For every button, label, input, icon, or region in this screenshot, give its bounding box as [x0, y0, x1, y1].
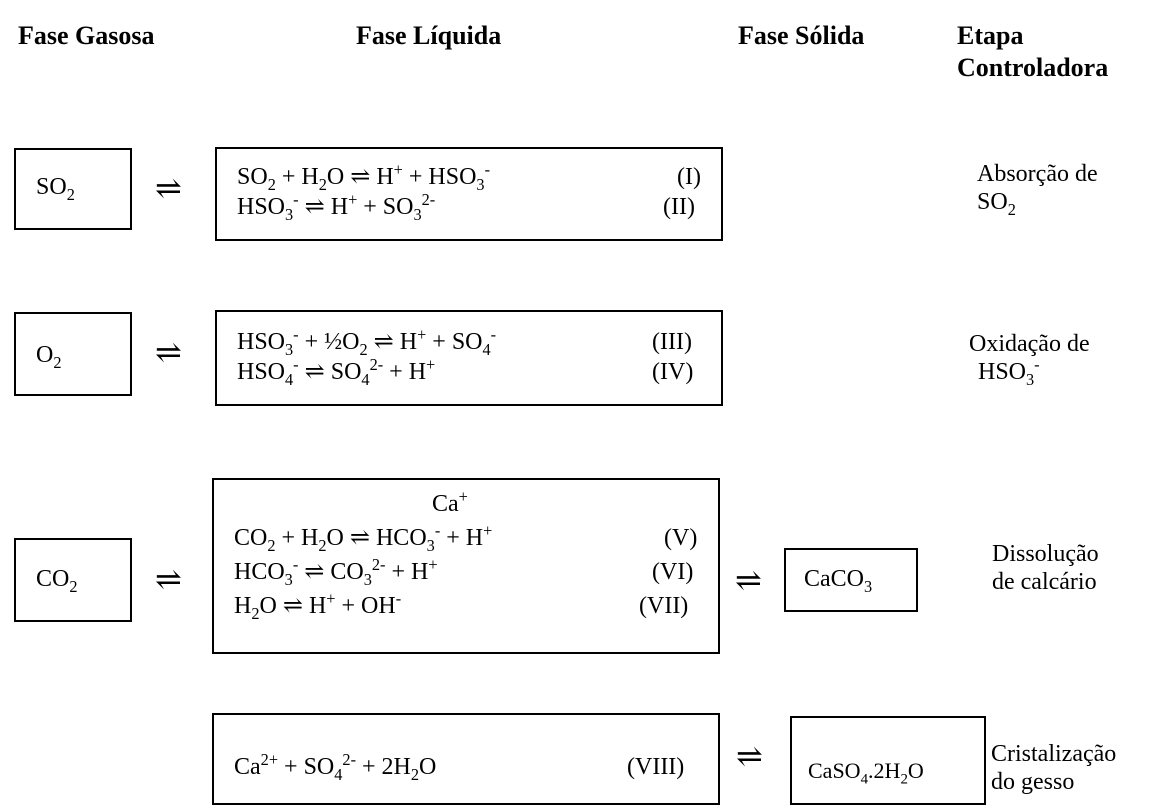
reaction-label: (IV)	[652, 359, 694, 385]
step-line2: HSO3-	[978, 355, 1040, 389]
header-step-line1: Etapa	[957, 21, 1024, 50]
calcium-ion-label: Ca+	[432, 487, 468, 517]
equilibrium-arrow: ⇌	[155, 561, 182, 597]
header-step-line2: Controladora	[957, 53, 1109, 82]
step-line1: Oxidação de	[969, 331, 1090, 357]
solid-species-box-caco3: CaCO3	[784, 548, 918, 612]
reaction-equation: H2O ⇌ H+ + OH-	[234, 589, 402, 623]
equilibrium-arrow: ⇌	[155, 170, 182, 206]
step-line2: SO2	[977, 189, 1016, 219]
equilibrium-arrow: ⇌	[735, 562, 762, 598]
header-controlling-step: Etapa Controladora	[957, 20, 1108, 84]
step-line2: do gesso	[991, 769, 1075, 795]
header-liquid-phase: Fase Líquida	[356, 21, 502, 50]
reaction-label: (V)	[664, 525, 698, 551]
step-line1: Dissolução	[992, 541, 1099, 567]
controlling-step-dissolution: Dissolução de calcário	[992, 540, 1099, 596]
equilibrium-arrow: ⇌	[736, 738, 763, 774]
gas-species-so2: SO2	[36, 174, 75, 204]
solid-species-caco3: CaCO3	[804, 566, 873, 596]
gas-species-box-co2: CO2	[14, 538, 132, 622]
liquid-reactions-box-3: Ca+ CO2 + H2O ⇌ HCO3- + H+ (V) HCO3- ⇌ C…	[212, 478, 720, 654]
reaction-equation: HSO3- + ½O2 ⇌ H+ + SO4-	[237, 325, 497, 359]
header-solid-phase: Fase Sólida	[738, 21, 865, 50]
liquid-reactions-box-2: HSO3- + ½O2 ⇌ H+ + SO4- (III) HSO4- ⇌ SO…	[215, 310, 723, 406]
liquid-reactions-box-1: SO2 + H2O ⇌ H+ + HSO3- (I) HSO3- ⇌ H+ + …	[215, 147, 723, 241]
reaction-equation: HSO4- ⇌ SO42- + H+	[237, 355, 436, 389]
equilibrium-arrow: ⇌	[155, 334, 182, 370]
reaction-label: (VI)	[652, 559, 694, 585]
controlling-step-absorption: Absorção de SO2	[977, 160, 1098, 219]
reaction-label: (VII)	[639, 593, 689, 619]
reaction-equation: CO2 + H2O ⇌ HCO3- + H+	[234, 521, 493, 555]
header-gas-phase: Fase Gasosa	[18, 21, 155, 50]
reaction-equation: HCO3- ⇌ CO32- + H+	[234, 555, 438, 589]
reaction-equation: HSO3- ⇌ H+ + SO32-	[237, 190, 436, 224]
reaction-equation: Ca2+ + SO42- + 2H2O	[234, 750, 437, 784]
gas-species-co2: CO2	[36, 566, 78, 596]
reaction-label: (II)	[663, 194, 695, 220]
gas-species-box-so2: SO2	[14, 148, 132, 230]
liquid-reactions-box-4: Ca2+ + SO42- + 2H2O (VIII)	[212, 713, 720, 805]
reaction-label: (I)	[677, 164, 701, 190]
step-line2: de calcário	[992, 569, 1097, 595]
gas-species-box-o2: O2	[14, 312, 132, 396]
gas-species-o2: O2	[36, 342, 62, 372]
controlling-step-oxidation: Oxidação de HSO3-	[969, 330, 1090, 389]
reaction-equation: SO2 + H2O ⇌ H+ + HSO3-	[237, 160, 490, 194]
reaction-label: (III)	[652, 329, 692, 355]
step-line1: Absorção de	[977, 161, 1098, 187]
solid-species-box-gypsum: CaSO4.2H2O	[790, 716, 986, 805]
solid-species-gypsum: CaSO4.2H2O	[808, 758, 924, 788]
reaction-label: (VIII)	[627, 754, 685, 780]
controlling-step-crystallization: Cristalização do gesso	[991, 740, 1116, 796]
step-line1: Cristalização	[991, 741, 1117, 767]
